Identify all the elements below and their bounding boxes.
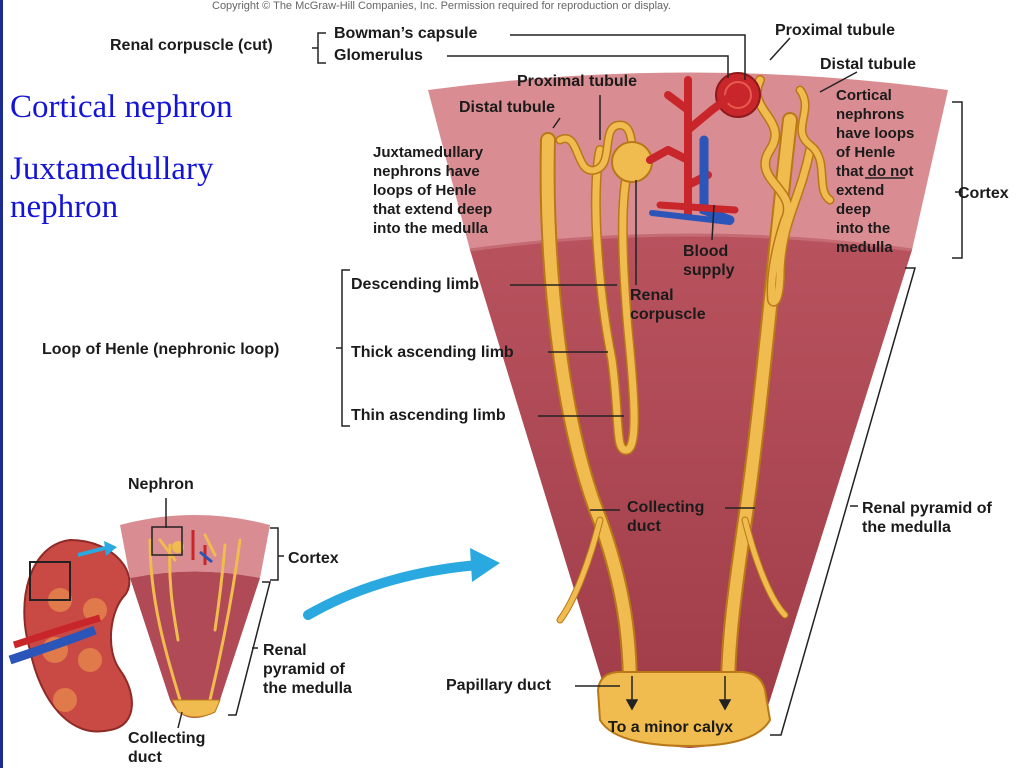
copyright-notice: Copyright © The McGraw-Hill Companies, I… bbox=[212, 0, 671, 12]
kidney-illustration bbox=[8, 538, 133, 733]
label-thin-ascending-limb: Thin ascending limb bbox=[351, 407, 506, 424]
label-loop-of-henle: Loop of Henle (nephronic loop) bbox=[42, 341, 280, 358]
inset-wedge bbox=[120, 515, 270, 718]
kidney-to-wedge-arrow bbox=[77, 546, 106, 557]
blood-vessels bbox=[646, 76, 739, 225]
slide-edge-bar bbox=[0, 0, 3, 768]
label-thick-ascending-limb: Thick ascending limb bbox=[351, 344, 514, 361]
label-juxtamedullary-note: Juxtamedullary nephrons have loops of He… bbox=[373, 144, 493, 237]
title-cortical-nephron: Cortical nephron bbox=[10, 89, 233, 125]
label-nephron-inset: Nephron bbox=[128, 476, 194, 493]
zoom-arrow bbox=[303, 560, 483, 620]
label-proximal-tubule-juxta: Proximal tubule bbox=[517, 73, 638, 90]
kidney-selection-box bbox=[29, 561, 71, 601]
label-distal-tubule-juxta: Distal tubule bbox=[459, 99, 556, 116]
label-renal-corpuscle: Renal corpuscle bbox=[630, 287, 706, 323]
label-blood-supply: Blood supply bbox=[683, 243, 735, 279]
label-cortical-note: Cortical nephrons have loops of Henle th… bbox=[836, 87, 915, 256]
glomerulus-cut bbox=[715, 72, 761, 118]
label-bowmans-capsule: Bowman’s capsule bbox=[334, 25, 478, 42]
label-descending-limb: Descending limb bbox=[351, 276, 480, 293]
cortex-medulla-boundary bbox=[469, 233, 913, 252]
leader-lines bbox=[165, 32, 963, 736]
label-proximal-tubule-cortical: Proximal tubule bbox=[775, 22, 896, 39]
label-cortex-main: Cortex bbox=[958, 185, 1009, 202]
label-collecting-duct-main: Collecting duct bbox=[627, 499, 705, 535]
label-collecting-duct-inset: Collecting duct bbox=[128, 730, 206, 766]
inset-nephron-box bbox=[151, 526, 183, 556]
juxta-renal-corpuscle bbox=[611, 141, 653, 183]
label-to-minor-calyx: To a minor calyx bbox=[608, 719, 734, 736]
label-distal-tubule-cortical: Distal tubule bbox=[820, 56, 917, 73]
label-papillary-duct: Papillary duct bbox=[446, 677, 551, 694]
medulla-region bbox=[470, 235, 912, 748]
label-cortex-inset: Cortex bbox=[288, 550, 339, 567]
cortical-nephron bbox=[752, 75, 835, 307]
label-renal-corpuscle-cut: Renal corpuscle (cut) bbox=[110, 37, 273, 54]
title-juxtamedullary: Juxtamedullary nephron bbox=[10, 151, 214, 225]
label-renal-pyramid-main: Renal pyramid of the medulla bbox=[862, 500, 992, 536]
papillary-duct-arrows bbox=[625, 676, 732, 711]
papilla bbox=[596, 670, 772, 748]
label-glomerulus: Glomerulus bbox=[334, 47, 423, 64]
label-renal-pyramid-inset: Renal pyramid of the medulla bbox=[263, 642, 352, 697]
